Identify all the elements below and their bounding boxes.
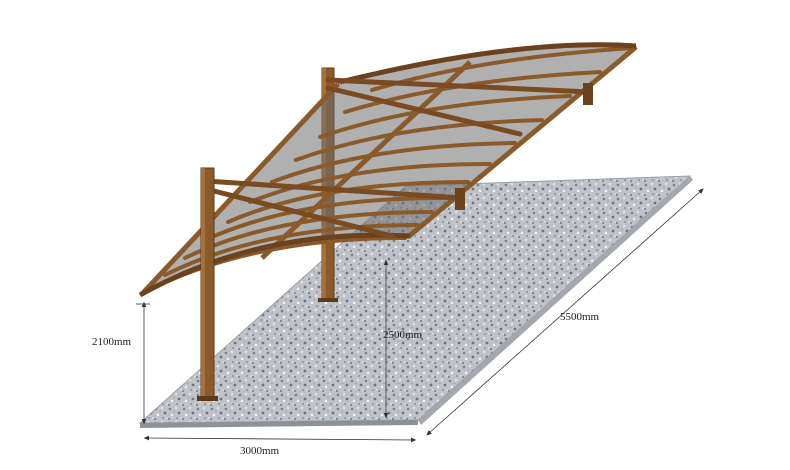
dimension-label-width: 3000mm — [240, 445, 280, 457]
dimension-label-left-height: 2100mm — [92, 336, 132, 348]
dimension-lines — [136, 188, 704, 443]
dimension-label-front-height: 2500mm — [383, 329, 423, 341]
front-edge-beam — [138, 232, 411, 298]
dimension-label-length: 5500mm — [560, 311, 600, 323]
rear-edge-beam — [339, 42, 637, 85]
cantilever-arms — [203, 77, 593, 239]
rear-post-base — [318, 298, 338, 302]
front-post — [197, 167, 218, 401]
